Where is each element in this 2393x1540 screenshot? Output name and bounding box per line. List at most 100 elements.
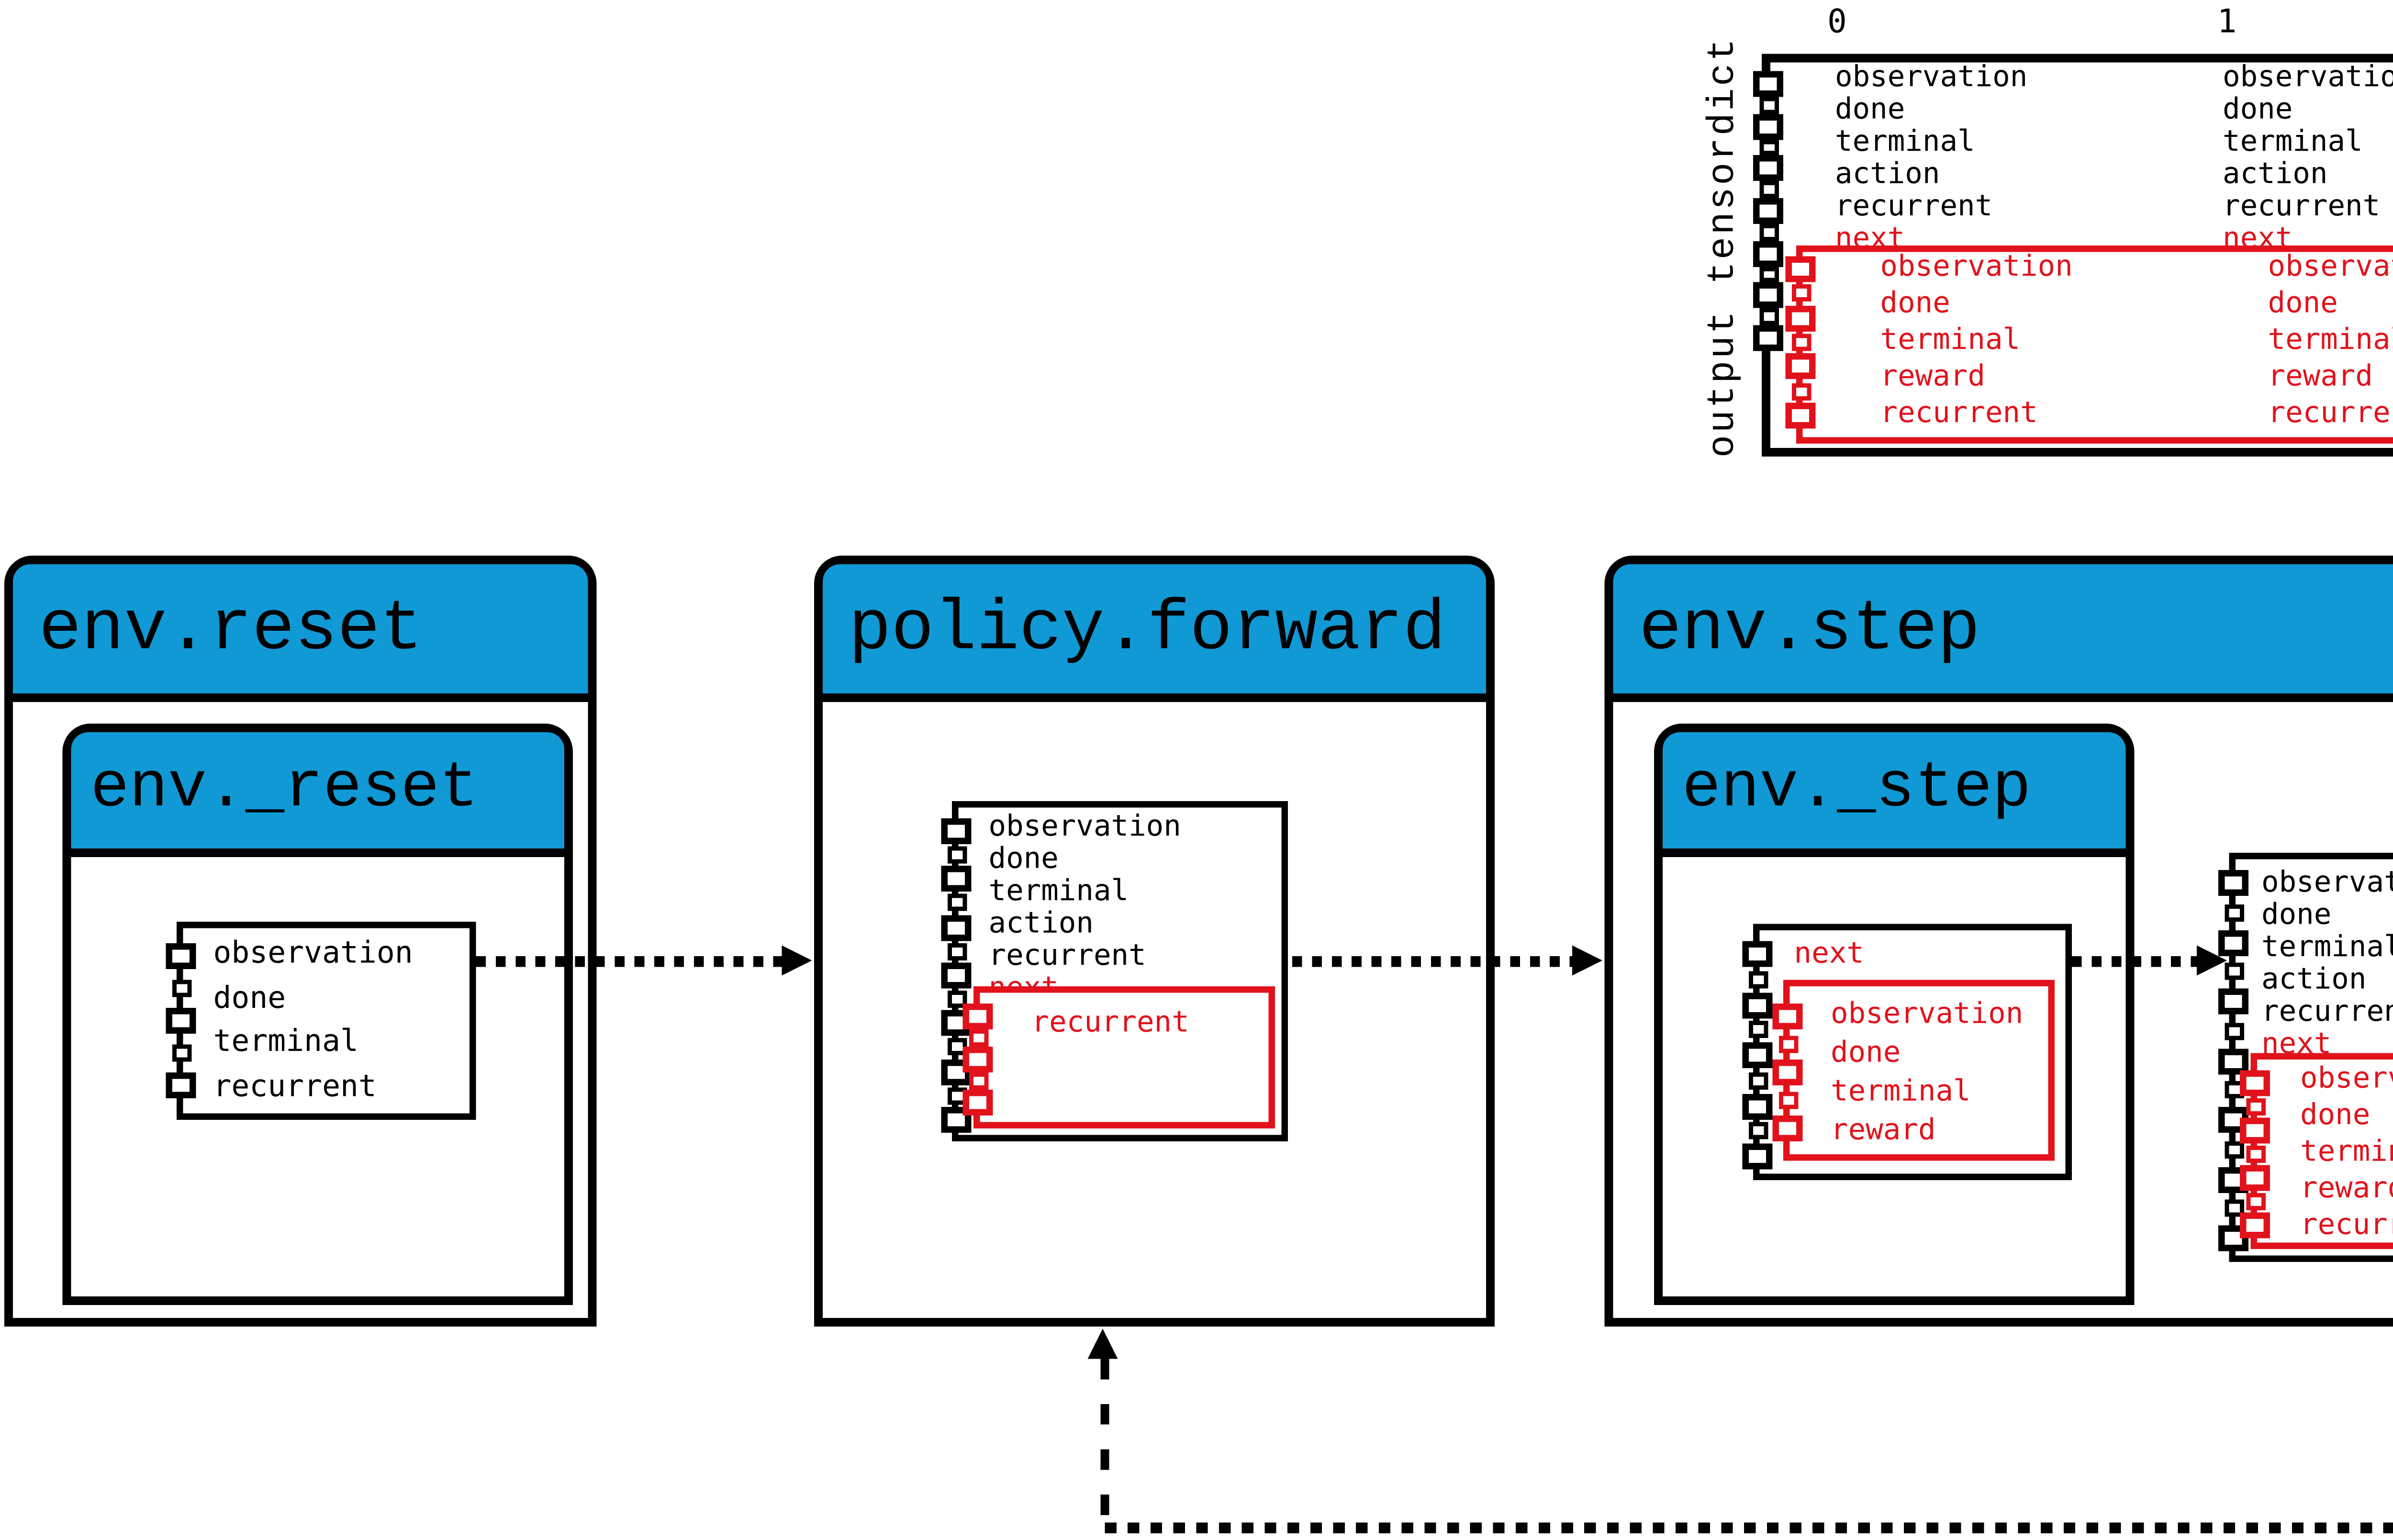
key-link-icon [166,943,196,969]
feedback-up-line [1101,1359,1109,1523]
feedback-bottom-line [1105,1523,2393,1534]
tensordict-key: action [1835,162,2027,194]
key-link-icon [2218,870,2248,896]
key-link-icon [1743,941,1773,967]
key-link-icon [171,1045,191,1062]
key-link-icon [1743,1144,1773,1170]
tensordict-key: recurrent [213,1071,413,1116]
tensordict-key: terminal [1835,129,2027,162]
next-key: next [1794,941,1864,971]
key-chain [1783,257,1818,429]
env-reset-header: env.reset [13,564,588,702]
env-reset-inner-header: env._reset [71,732,565,857]
tensordict-key: observation [1831,1002,2023,1040]
key-link-icon [171,980,191,997]
tensordict-key: done [1831,1040,2023,1079]
policy-next-subdict-keys: recurrent [1032,1010,1189,1047]
key-link-icon [2224,963,2243,981]
env-step-inner-header: env._step [1663,732,2126,857]
key-link-icon [947,895,966,912]
column-index-1: 1 [2195,2,2259,41]
env-step-header: env.step [1613,564,2393,702]
key-link-icon [968,1029,988,1047]
key-link-icon [1786,402,1816,428]
tensordict-key: done [213,983,413,1027]
arrow-policy-to-step-head [1572,946,1602,976]
key-link-icon [941,962,972,988]
env-step-title: env.step [1639,589,1980,669]
key-link-icon [941,866,972,892]
key-link-icon [1791,382,1811,400]
key-link-icon [1773,1060,1803,1085]
tensordict-key: done [2261,903,2393,935]
tensordict-key: observation [2223,65,2393,97]
env-step-inner-title: env._step [1682,754,2031,827]
key-link-icon [1748,1072,1767,1089]
tensordict-key: recurrent [1032,1010,1189,1047]
key-link-icon [963,1047,993,1072]
key-link-icon [1786,257,1816,282]
key-link-icon [1758,97,1778,113]
key-link-icon [1748,1021,1767,1038]
key-chain [164,943,198,1098]
tensordict-key: recurrent [1880,401,2073,437]
arrow-policy-to-step-line [1292,956,1575,966]
tensordict-key: observation [2261,870,2393,903]
key-link-icon [1778,1092,1798,1109]
key-link-icon [963,1004,993,1029]
key-link-icon [1758,309,1778,325]
key-link-icon [1753,71,1783,97]
key-link-icon [2245,1098,2265,1116]
env-reset-inner-title: env._reset [90,754,478,827]
tensordict-key: observation [213,939,413,983]
key-link-icon [1791,334,1811,351]
tensordict-key: observation [2268,254,2393,291]
key-link-icon [1758,223,1778,240]
tensordict-key: observation [1835,65,2027,97]
key-link-icon [941,818,972,844]
tensordict-key: reward [1831,1118,2023,1157]
key-link-icon [2218,1048,2248,1073]
tensordict-key: terminal [2223,129,2393,162]
arrow-reset-to-policy-head [782,946,812,976]
key-link-icon [1758,139,1778,156]
tensordict-key: done [2268,291,2393,328]
policy-next-subdict-box: recurrent [973,986,1275,1128]
key-link-icon [1743,1042,1773,1068]
tensordict-key: terminal [989,879,1181,911]
column-index-0: 0 [1805,2,1869,41]
key-link-icon [2240,1071,2270,1096]
tensordict-key: terminal [2300,1139,2393,1176]
tensordict-key: terminal [1831,1079,2023,1118]
tensordict-key: reward [1880,364,2073,401]
key-link-icon [2245,1193,2265,1210]
key-link-icon [2240,1213,2270,1239]
key-link-icon [2224,904,2243,921]
tensordict-key: done [2223,97,2393,130]
key-link-icon [2240,1118,2270,1144]
policy-forward-header: policy.forward [823,564,1486,702]
key-link-icon [2245,1146,2265,1163]
output-tensordict-side-label: output tensordict [1702,53,1744,458]
arrow-inner-to-output-line [2072,956,2199,966]
key-link-icon [1748,1123,1767,1140]
key-link-icon [1753,325,1783,351]
key-link-icon [1786,354,1816,379]
key-link-icon [166,1072,196,1098]
policy-forward-title: policy.forward [849,589,1446,669]
key-chain [961,1004,995,1116]
key-link-icon [1753,113,1783,139]
key-link-icon [1753,198,1783,223]
tensordict-key: terminal [2268,327,2393,364]
